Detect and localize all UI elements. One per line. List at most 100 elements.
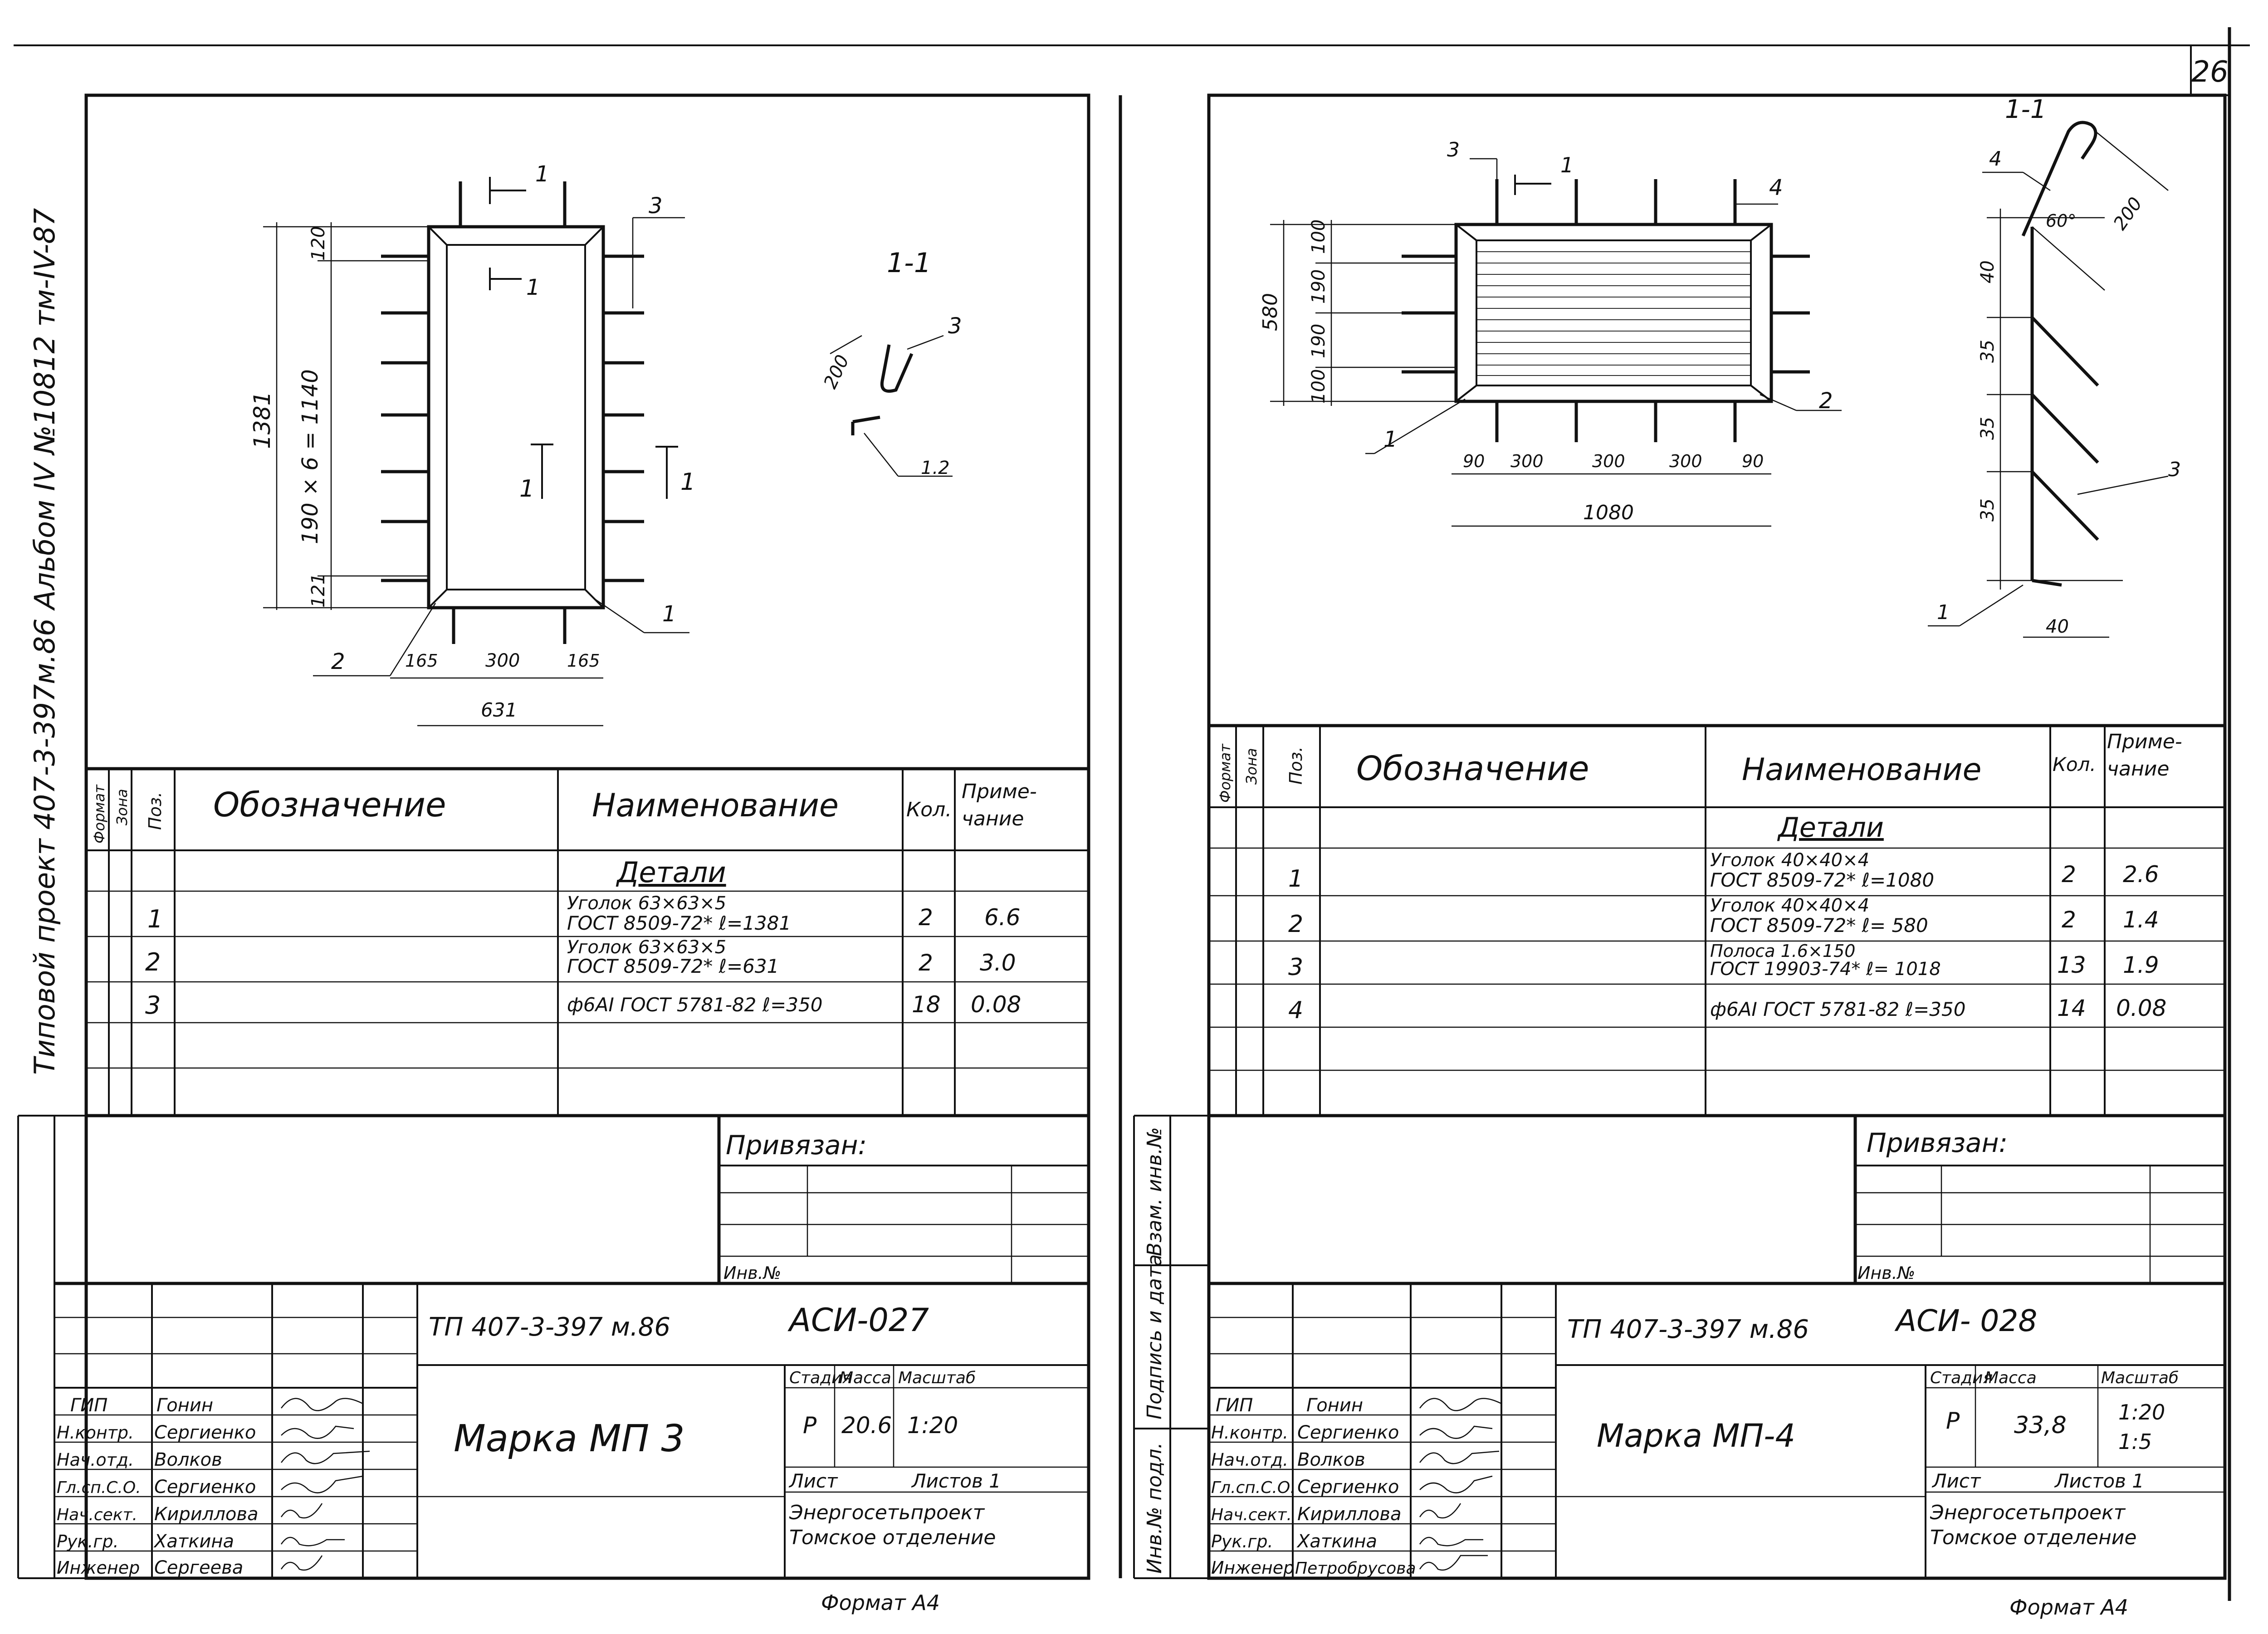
side-stamp: Типовой проект 407-3-397м.86 Альбом IV №…	[28, 208, 61, 1075]
row2-name2: ГОСТ 8509-72* ℓ=631	[567, 955, 779, 977]
row3-name2: ф6АI ГОСТ 5781-82 ℓ=350	[567, 994, 822, 1016]
r-role-nachsekt: Нач.сект.	[1211, 1506, 1292, 1524]
callout-1: 1	[662, 601, 676, 627]
stage-label: Стадия	[789, 1369, 852, 1387]
stage-value-r: Р	[1946, 1408, 1960, 1434]
title-block-mp4: Привязан: Инв.№ ТП 407-3-397 м.86 АСИ- 0…	[1209, 1116, 2225, 1578]
role-nachsekt: Нач.сект.	[57, 1506, 137, 1524]
dim-190b: 190	[1308, 324, 1329, 358]
org-branch: Томское отделение	[789, 1526, 996, 1549]
role-inzhener: Инженер	[57, 1558, 140, 1578]
role-nkontr: Н.контр.	[57, 1423, 134, 1443]
name-nachotd: Волков	[154, 1449, 222, 1470]
r-row4-qty: 14	[2057, 995, 2086, 1021]
r-row3-qty: 13	[2057, 952, 2086, 978]
project-code: ТП 407-3-397 м.86	[429, 1312, 670, 1342]
r-row1-name1: Уголок 40×40×4	[1710, 850, 1869, 871]
sec-callout-3: 3	[2168, 458, 2181, 481]
row1-note: 6.6	[984, 904, 1021, 931]
cut-mark-1b: 1	[526, 275, 540, 300]
sheet-label-r: Лист	[1931, 1470, 1981, 1492]
dim-631: 631	[481, 699, 517, 721]
row3-qty: 18	[912, 991, 941, 1018]
r-role-gip: ГИП	[1216, 1395, 1253, 1416]
format-label: Формат А4	[821, 1590, 940, 1615]
r-row1-pos: 1	[1288, 865, 1303, 893]
stage-value: Р	[803, 1412, 817, 1439]
org-name: Энергосетьпроект	[789, 1501, 985, 1524]
signatures-r	[1419, 1398, 1502, 1571]
r-row4-name2: ф6АI ГОСТ 5781-82 ℓ=350	[1710, 998, 1965, 1020]
hdr-qty: Кол.	[906, 798, 952, 821]
hdr-note-r: Приме-чание	[2107, 730, 2182, 780]
org-branch-r: Томское отделение	[1930, 1526, 2136, 1549]
name-nachsekt: Кириллова	[154, 1504, 258, 1525]
row2-qty: 2	[919, 950, 933, 976]
section-title: 1-1	[887, 247, 931, 279]
callout-2: 2	[331, 649, 345, 674]
scale-value-r: 1:20	[2118, 1400, 2165, 1424]
r-row2-name1: Уголок 40×40×4	[1710, 895, 1869, 916]
name-gip: Гонин	[156, 1395, 213, 1416]
dim-300b: 300	[1592, 451, 1625, 471]
privyazan-label: Привязан:	[726, 1130, 867, 1161]
r-name-nkontr: Сергиенко	[1297, 1422, 1399, 1443]
row1-name1: Уголок 63×63×5	[567, 893, 726, 914]
callout-3-top: 3	[1447, 138, 1460, 161]
r-row2-name2: ГОСТ 8509-72* ℓ= 580	[1710, 914, 1928, 937]
name-rukgr: Хаткина	[153, 1531, 234, 1552]
section-dim-200: 200	[820, 352, 853, 392]
cut-mark-1-mp4: 1	[1560, 153, 1574, 177]
drawing-code: АСИ-027	[787, 1302, 929, 1339]
sec-callout-4: 4	[1989, 147, 2002, 171]
sec-angle: 60°	[2046, 211, 2076, 231]
scale-value2-r: 1:5	[2118, 1429, 2152, 1454]
dim-165b: 165	[567, 651, 600, 671]
row3-pos: 3	[145, 991, 161, 1019]
r-role-nachotd: Нач.отд.	[1211, 1450, 1288, 1470]
name-nkontr: Сергиенко	[154, 1422, 256, 1443]
r-name-nachotd: Волков	[1297, 1449, 1365, 1470]
r-name-glsp: Сергиенко	[1297, 1477, 1399, 1497]
dim-90a: 90	[1463, 451, 1485, 471]
role-glsp: Гл.сп.С.О.	[57, 1478, 141, 1497]
sec-dim-40a: 40	[1977, 260, 1998, 283]
spec-table-mp3: Формат Зона Поз. Обозначение Наименовани…	[86, 767, 1089, 1117]
r-row3-name2: ГОСТ 19903-74* ℓ= 1018	[1710, 959, 1941, 980]
role-rukgr: Рук.гр.	[57, 1532, 119, 1551]
sec-dim-35c: 35	[1977, 498, 1998, 522]
hdr-format: Формат	[91, 784, 108, 844]
row1-qty: 2	[919, 904, 933, 931]
r-row4-note: 0.08	[2116, 995, 2166, 1021]
title-block-mp3: Привязан: Инв.№ ТП 407-3-397 м.86 АСИ-02…	[54, 1116, 1089, 1578]
dim-190a: 190	[1308, 269, 1329, 304]
section-dim-1.2: 1.2	[921, 458, 950, 478]
cut-mark-1a: 1	[535, 161, 549, 187]
org-name-r: Энергосетьпроект	[1930, 1501, 2126, 1524]
r-row1-qty: 2	[2062, 861, 2076, 888]
stamp-inv: Инв.№ подл.	[1143, 1442, 1166, 1574]
hdr-name: Наименование	[592, 787, 839, 824]
row2-pos: 2	[145, 948, 161, 976]
hdr-pos: Поз.	[145, 792, 165, 830]
r-role-nkontr: Н.контр.	[1211, 1423, 1288, 1443]
sec-dim-40b: 40	[2046, 616, 2069, 637]
spec-table-mp4: Формат Зона Поз. Обозначение Наименовани…	[1209, 724, 2225, 1117]
dim-165a: 165	[405, 651, 438, 671]
r-role-inzhener: Инженер	[1211, 1558, 1294, 1578]
dim-100b: 100	[1308, 369, 1329, 404]
dim-300a: 300	[1510, 451, 1544, 471]
format-label-r: Формат А4	[2009, 1595, 2128, 1619]
dim-580: 580	[1259, 293, 1282, 331]
callout-4-top: 4	[1769, 175, 1783, 200]
project-code-r: ТП 407-3-397 м.86	[1567, 1315, 1809, 1344]
dim-121: 121	[308, 573, 329, 608]
r-name-rukgr: Хаткина	[1296, 1531, 1377, 1552]
section-title-mp4: 1-1	[2005, 95, 2046, 124]
dim-1381: 1381	[249, 391, 275, 449]
r-row2-note: 1.4	[2123, 907, 2159, 933]
cut-mark-1c: 1	[519, 475, 534, 502]
sec-dim-35b: 35	[1977, 417, 1998, 440]
sheet-label: Лист	[788, 1470, 838, 1492]
